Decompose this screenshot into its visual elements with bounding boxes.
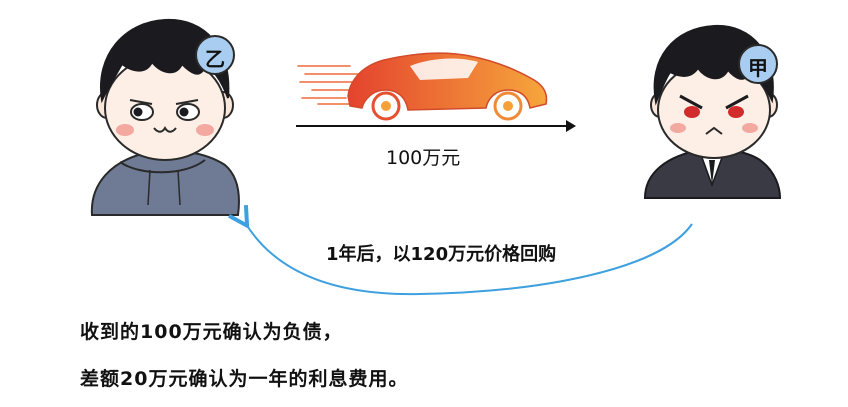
yi-badge xyxy=(195,35,235,75)
party-jia-character xyxy=(643,24,782,199)
conclusion-line-2: 差额20万元确认为一年的利息费用。 xyxy=(80,368,409,390)
jia-badge-label: 甲 xyxy=(748,56,768,80)
conclusion-line-1: 收到的100万元确认为负债， xyxy=(80,321,343,343)
jia-badge xyxy=(738,44,778,84)
buyback-arrow xyxy=(246,224,693,296)
buyback-label: 1年后，以120万元价格回购 xyxy=(326,244,557,265)
car-icon xyxy=(297,52,548,121)
party-yi-character xyxy=(90,18,240,216)
transfer-arrow xyxy=(296,120,576,132)
yi-badge-label: 乙 xyxy=(205,47,225,71)
amount-label: 100万元 xyxy=(386,147,461,169)
